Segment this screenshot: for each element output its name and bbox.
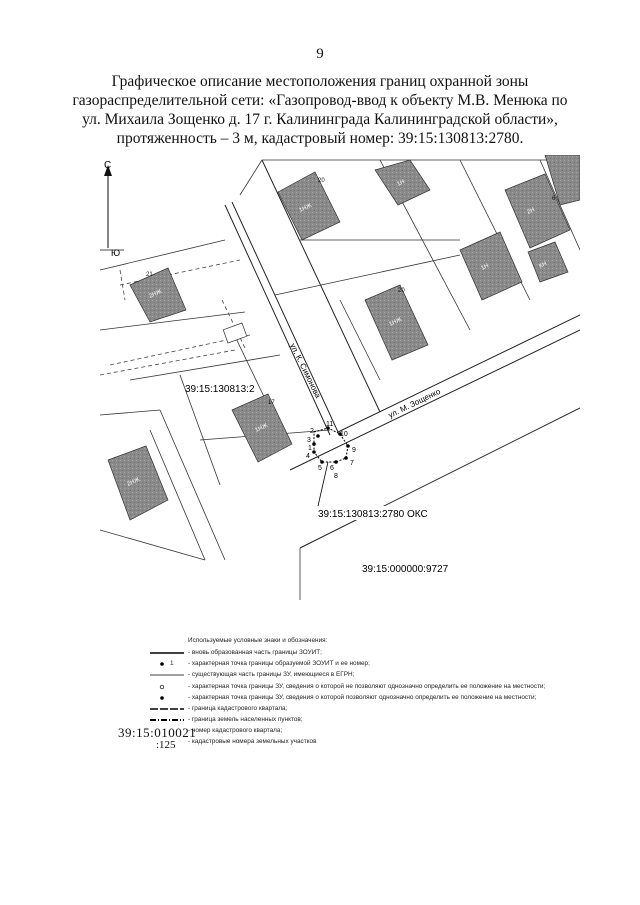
legend-symbol bbox=[150, 674, 184, 676]
sample-parcel-number: :125 bbox=[156, 739, 176, 751]
house-number: 20 bbox=[318, 178, 325, 184]
cadastral-quarter-label: 39:15:130813:2 bbox=[185, 384, 255, 395]
legend-label: - вновь образованная часть границы ЗОУИТ… bbox=[188, 649, 322, 656]
street-label-zoshchenko: ул. М. Зощенко bbox=[387, 387, 442, 420]
cadastral-object-label: 39:15:130813:2780 ОКС bbox=[318, 509, 428, 520]
buildings bbox=[107, 155, 580, 521]
building-10 bbox=[544, 155, 580, 206]
building-6 bbox=[107, 445, 169, 521]
point-number: 7 bbox=[350, 460, 354, 467]
legend-label: - номер кадастрового квартала; bbox=[188, 727, 283, 734]
legend-label: - граница кадастрового квартала; bbox=[188, 705, 288, 712]
building-label-9: КН bbox=[538, 261, 548, 270]
legend-item: - существующая часть границы ЗУ, имеющие… bbox=[120, 669, 580, 681]
street-label-simonova: ул. К. Симонова bbox=[288, 342, 323, 400]
building-4 bbox=[231, 393, 293, 463]
building-5 bbox=[374, 159, 431, 206]
dashed-boundaries bbox=[100, 259, 251, 376]
point-number: 4 bbox=[306, 453, 310, 460]
legend-item: 1 - характерная точка границы образуемой… bbox=[120, 658, 580, 670]
point-number: 6 bbox=[330, 465, 334, 472]
legend-label: - характерная точка границы ЗУ, сведения… bbox=[188, 694, 537, 701]
building-1 bbox=[277, 171, 341, 241]
legend-item: - характерная точка границы ЗУ, сведения… bbox=[120, 681, 580, 693]
building-9 bbox=[527, 241, 569, 283]
legend-label: - характерная точка границы образуемой З… bbox=[188, 660, 370, 667]
legend-item: - граница земель населенных пунктов; bbox=[120, 714, 580, 726]
boundary-points bbox=[312, 426, 350, 464]
point-number: 10 bbox=[340, 431, 348, 438]
legend-label: - граница земель населенных пунктов; bbox=[188, 716, 303, 723]
page-title: Графическое описание местоположения гран… bbox=[60, 72, 580, 148]
street-simonova bbox=[224, 159, 381, 436]
legend-symbol bbox=[150, 652, 184, 654]
legend-label: - кадастровые номера земельных участков bbox=[188, 738, 317, 745]
compass-north: С bbox=[104, 160, 111, 171]
building-label-1: 1НЖ bbox=[298, 203, 313, 214]
title-line-2: газораспределительной сети: «Газопровод-… bbox=[72, 92, 568, 109]
building-label-5: 1Н bbox=[396, 179, 405, 188]
building-2 bbox=[364, 284, 429, 361]
legend-label: - характерная точка границы ЗУ, сведения… bbox=[188, 683, 546, 690]
legend-item: - характерная точка границы ЗУ, сведения… bbox=[120, 692, 580, 704]
title-line-3: ул. Михаила Зощенко д. 17 г. Калининград… bbox=[82, 111, 558, 128]
building-label-3: 2НЖ bbox=[148, 289, 163, 300]
legend-symbol bbox=[159, 684, 165, 690]
building-3 bbox=[129, 267, 187, 323]
point-number: 2 bbox=[310, 428, 314, 435]
building-7 bbox=[459, 231, 523, 301]
sample-quarter-number: 39:15:010021 bbox=[118, 725, 197, 740]
legend-symbol bbox=[160, 696, 164, 700]
cadastral-land-label: 39:15:000000:9727 bbox=[362, 564, 449, 575]
building-label-2: 1НЖ bbox=[388, 317, 403, 328]
legend-symbol bbox=[150, 719, 184, 721]
point-number: 9 bbox=[352, 447, 356, 454]
protection-zone bbox=[313, 427, 349, 507]
house-number: 6 bbox=[552, 196, 556, 202]
legend-item: - вновь образованная часть границы ЗОУИТ… bbox=[120, 647, 580, 659]
legend-samples: 39:15:010021 :125 bbox=[118, 725, 196, 751]
legend-heading: Используемые условные знаки и обозначени… bbox=[188, 637, 328, 644]
compass bbox=[100, 165, 124, 251]
parcel-boundaries bbox=[100, 159, 580, 600]
point-number: 11 bbox=[326, 421, 333, 428]
title-line-4: протяженность – 3 м, кадастровый номер: … bbox=[116, 130, 524, 147]
legend-item: - кадастровые номера земельных участков bbox=[120, 736, 580, 748]
building-label-7: 1Н bbox=[480, 263, 489, 272]
title-line-1: Графическое описание местоположения гран… bbox=[111, 73, 529, 90]
legend-symbol bbox=[160, 662, 164, 666]
point-number: 1 bbox=[308, 445, 312, 452]
house-number: 20 bbox=[398, 288, 405, 294]
page-number: 9 bbox=[316, 46, 324, 62]
building-label-6: 2НЖ bbox=[126, 477, 141, 488]
shed bbox=[222, 322, 248, 344]
building-label-4: 1НЖ bbox=[254, 423, 269, 434]
building-8 bbox=[504, 173, 571, 249]
legend-item: - номер кадастрового квартала; bbox=[120, 725, 580, 737]
house-number: 17 bbox=[268, 400, 275, 406]
street-zoshchenko bbox=[289, 314, 580, 549]
point-number: 5 bbox=[318, 465, 322, 472]
point-number: 3 bbox=[307, 437, 311, 444]
legend-symbol bbox=[150, 708, 184, 710]
legend-symbol-text: 1 bbox=[170, 660, 174, 667]
building-label-8: 2Н bbox=[526, 207, 535, 216]
compass-south: Ю bbox=[111, 248, 120, 258]
point-number: 8 bbox=[334, 473, 338, 480]
legend-label: - существующая часть границы ЗУ, имеющие… bbox=[188, 671, 355, 678]
legend-item: - граница кадастрового квартала; bbox=[120, 703, 580, 715]
house-number: 21 bbox=[146, 272, 153, 278]
